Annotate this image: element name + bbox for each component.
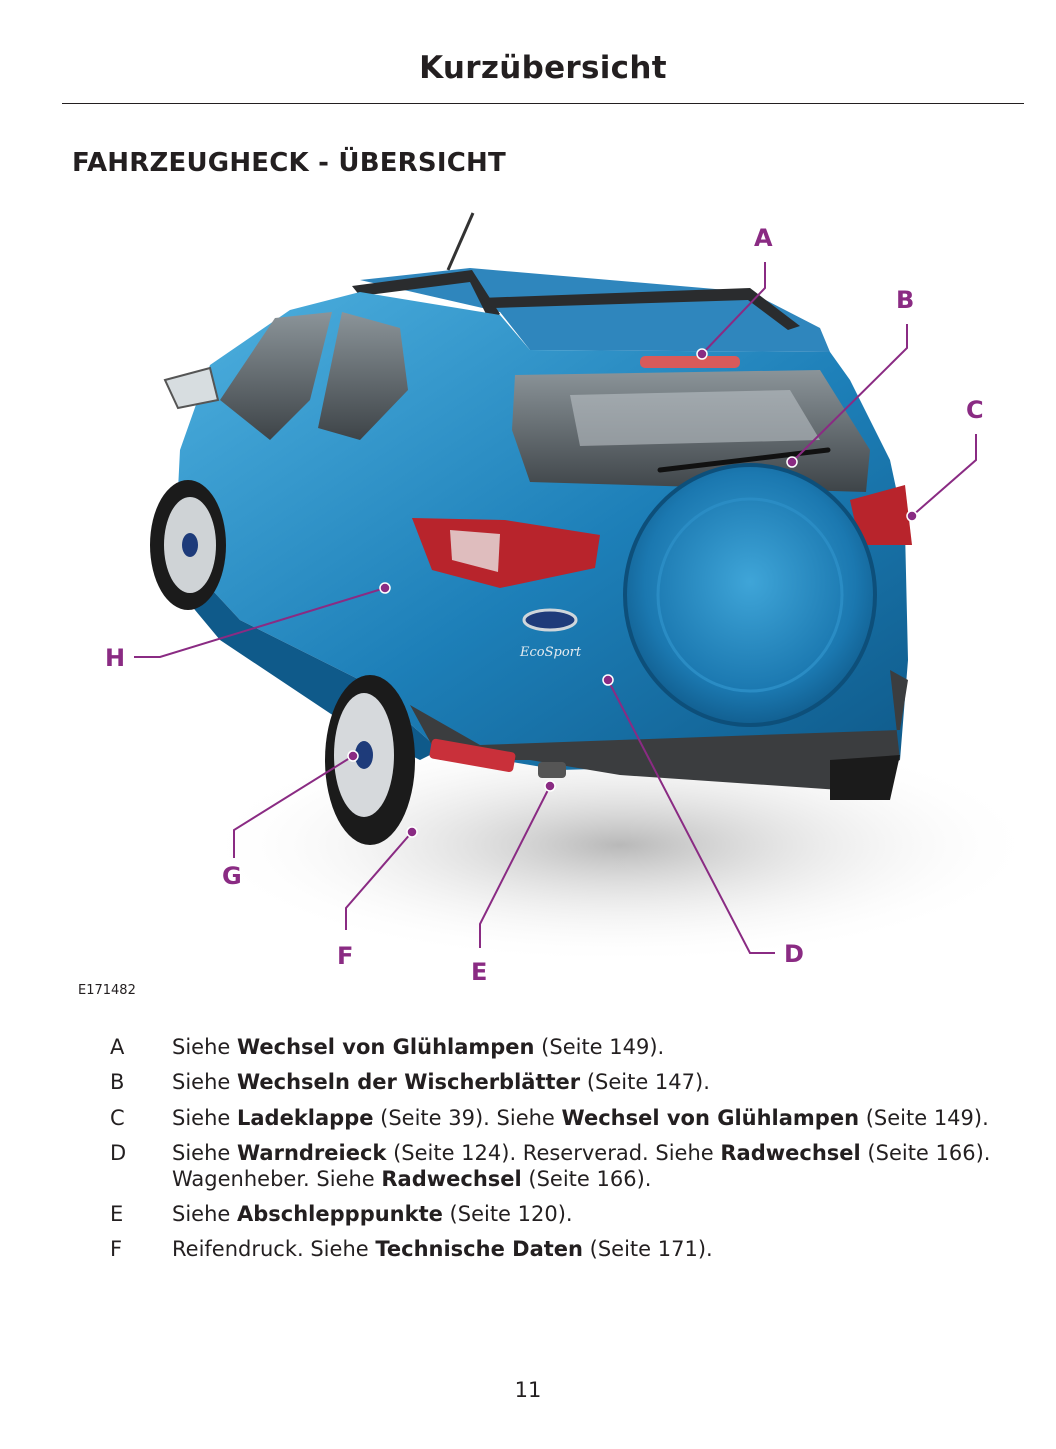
legend-text: Siehe Ladeklappe (Seite 39). Siehe Wechs… bbox=[172, 1105, 1032, 1131]
side-window-rear bbox=[318, 312, 408, 440]
antenna bbox=[446, 212, 475, 271]
legend-text-run: Siehe bbox=[172, 1202, 237, 1226]
callout-label-d: D bbox=[784, 940, 804, 968]
rear-bumper bbox=[410, 670, 908, 790]
front-wheel bbox=[150, 480, 226, 610]
legend-text-run: Siehe bbox=[172, 1035, 237, 1059]
cross-reference-title: Technische Daten bbox=[375, 1237, 583, 1261]
legend-line: Wagenheber. Siehe Radwechsel (Seite 166)… bbox=[172, 1166, 1032, 1192]
legend-text: Siehe Warndreieck (Seite 124). Reservera… bbox=[172, 1140, 1032, 1192]
legend-text-run: (Seite 149). bbox=[534, 1035, 665, 1059]
legend-text-run: Siehe bbox=[172, 1141, 237, 1165]
legend-letter: E bbox=[110, 1202, 124, 1226]
tail-light-right bbox=[850, 485, 912, 545]
legend-text: Siehe Wechseln der Wischerblätter (Seite… bbox=[172, 1069, 1032, 1095]
callout-line-f bbox=[345, 831, 413, 930]
legend-text-run: Siehe bbox=[172, 1070, 237, 1094]
page-header: Kurzübersicht bbox=[62, 0, 1024, 104]
spare-wheel-inner-ring bbox=[656, 497, 844, 693]
ford-badge bbox=[522, 608, 578, 632]
callout-line-b bbox=[791, 324, 908, 463]
legend-letter: B bbox=[110, 1070, 125, 1094]
ecosport-badge-text: EcoSport bbox=[519, 645, 582, 660]
legend-letter: D bbox=[110, 1141, 127, 1165]
legend-text-run: (Seite 166). bbox=[521, 1167, 652, 1191]
cross-reference-title: Wechseln der Wischerblätter bbox=[237, 1070, 581, 1094]
cross-reference-title: Warndreieck bbox=[237, 1141, 387, 1165]
callout-line-d bbox=[607, 679, 775, 954]
legend-line: Siehe Warndreieck (Seite 124). Reservera… bbox=[172, 1140, 1032, 1166]
page-title: Kurzübersicht bbox=[419, 50, 667, 86]
callout-line-c bbox=[911, 434, 977, 517]
figure-id: E171482 bbox=[78, 983, 136, 998]
rear-window-interior bbox=[570, 390, 820, 446]
callout-points bbox=[347, 348, 918, 838]
callout-line-g bbox=[233, 755, 354, 858]
rear-wheel bbox=[325, 675, 415, 845]
legend-letter: A bbox=[110, 1035, 125, 1059]
section-title: FAHRZEUGHECK - ÜBERSICHT bbox=[72, 148, 506, 178]
reflector-left bbox=[429, 738, 516, 773]
legend-line: Siehe Wechseln der Wischerblätter (Seite… bbox=[172, 1070, 710, 1094]
roof-rail-left bbox=[352, 270, 500, 322]
roof-rail-right bbox=[480, 288, 800, 330]
legend-text-run: Siehe bbox=[172, 1106, 237, 1130]
callout-line-h bbox=[134, 587, 386, 658]
callout-line-e bbox=[479, 785, 551, 948]
legend-text-run: Reifendruck. Siehe bbox=[172, 1237, 376, 1261]
legend-line: Siehe Abschlepppunkte (Seite 120). bbox=[172, 1202, 573, 1226]
spare-wheel-cover bbox=[623, 463, 877, 727]
legend-letter: C bbox=[110, 1106, 125, 1130]
callout-label-g: G bbox=[222, 862, 242, 890]
legend-text: Reifendruck. Siehe Technische Daten (Sei… bbox=[172, 1236, 1032, 1262]
callout-label-e: E bbox=[471, 958, 487, 986]
cross-reference-title: Wechsel von Glühlampen bbox=[237, 1035, 535, 1059]
callout-label-b: B bbox=[896, 286, 914, 314]
cross-reference-title: Abschlepppunkte bbox=[237, 1202, 443, 1226]
tail-light-left-lens bbox=[450, 530, 500, 572]
legend-text-run: (Seite 166). bbox=[860, 1141, 991, 1165]
cross-reference-title: Radwechsel bbox=[720, 1141, 861, 1165]
page-number: 11 bbox=[514, 1378, 542, 1402]
legend-line: Siehe Ladeklappe (Seite 39). Siehe Wechs… bbox=[172, 1106, 989, 1130]
cross-reference-title: Wechsel von Glühlampen bbox=[561, 1106, 860, 1130]
legend-text: Siehe Wechsel von Glühlampen (Seite 149)… bbox=[172, 1034, 1032, 1060]
legend-text-run: (Seite 147). bbox=[580, 1070, 710, 1094]
side-mirror bbox=[163, 366, 220, 410]
callout-label-h: H bbox=[105, 644, 125, 672]
cross-reference-title: Ladeklappe bbox=[237, 1106, 374, 1130]
third-brake-light bbox=[640, 356, 740, 368]
callout-label-c: C bbox=[966, 396, 984, 424]
vehicle-rear-illustration: EcoSport bbox=[60, 200, 1020, 1010]
legend-text: Siehe Abschlepppunkte (Seite 120). bbox=[172, 1201, 1032, 1227]
callout-lines bbox=[134, 262, 977, 954]
legend-text-run: (Seite 149). bbox=[859, 1106, 989, 1130]
legend-text-run: (Seite 124). Reserverad. Siehe bbox=[386, 1141, 721, 1165]
tow-hook bbox=[538, 762, 566, 778]
callout-label-f: F bbox=[337, 942, 353, 970]
legend-text-run: (Seite 171). bbox=[582, 1237, 713, 1261]
legend-text-run: Wagenheber. Siehe bbox=[172, 1167, 382, 1191]
cross-reference-title: Radwechsel bbox=[381, 1167, 522, 1191]
legend-text-run: (Seite 39). Siehe bbox=[373, 1106, 562, 1130]
right-rear-tire bbox=[830, 755, 900, 800]
legend-text-run: (Seite 120). bbox=[442, 1202, 573, 1226]
legend-line: Siehe Wechsel von Glühlampen (Seite 149)… bbox=[172, 1035, 664, 1059]
callout-line-a bbox=[701, 262, 766, 355]
vehicle-rear-drawing: EcoSport bbox=[105, 212, 1020, 986]
side-window-front bbox=[220, 312, 332, 440]
legend-letter: F bbox=[110, 1237, 123, 1261]
legend-line: Reifendruck. Siehe Technische Daten (Sei… bbox=[172, 1237, 713, 1261]
callout-label-a: A bbox=[754, 224, 773, 252]
